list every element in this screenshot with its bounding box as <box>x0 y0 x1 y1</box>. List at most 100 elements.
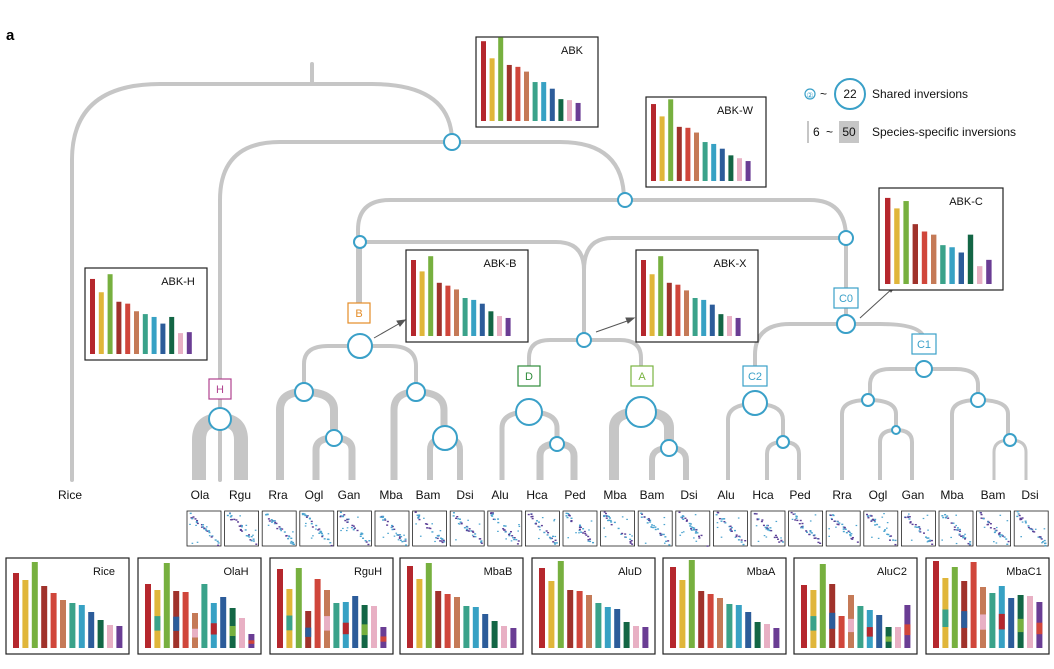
dotplot-mark <box>503 525 506 527</box>
dotplot-mark <box>813 534 816 536</box>
karyotype-box-abk-w: ABK-W <box>645 96 767 188</box>
dotplot-mark <box>283 531 286 533</box>
dotplot-mark <box>350 526 353 529</box>
dotplot-mark <box>924 536 927 538</box>
dotplot-mark <box>910 539 913 541</box>
dotplot-mark <box>196 541 199 543</box>
karyotype-box-abk-x: ABK-X <box>635 249 759 343</box>
chromosome-bar <box>220 597 227 648</box>
dotplot-mark <box>202 526 205 528</box>
dotplot-mark <box>810 532 813 534</box>
dotplot-mark <box>399 534 402 536</box>
dotplot-mark <box>617 527 620 530</box>
dotplot-mark <box>659 532 662 535</box>
dotplot-mark <box>390 526 393 529</box>
chromosome-bar <box>501 626 507 648</box>
chromosome-segment <box>229 626 236 636</box>
dotplot-mark <box>682 515 685 518</box>
chromosome-bar <box>931 234 937 284</box>
dotplot-mark <box>930 539 933 542</box>
dotplot-mark <box>287 537 290 540</box>
dotplot-mark <box>662 533 665 536</box>
dotplot-mark <box>962 535 965 537</box>
legend-shared-tilde: ~ <box>820 87 827 101</box>
dotplot-mark <box>1038 536 1041 538</box>
chromosome-bar <box>567 100 572 121</box>
dotplot-mark <box>877 537 880 539</box>
dotplot-mark <box>249 539 252 541</box>
dotplot-mark <box>608 517 611 519</box>
dotplot-mark <box>734 536 737 538</box>
dotplot-mark <box>769 527 772 529</box>
chromosome-bar <box>428 256 434 336</box>
legend: ② ~ 22 Shared inversions 6 ~ 50 Species-… <box>804 78 1016 143</box>
dotplot-mark <box>455 539 457 541</box>
chromosome-bar <box>857 606 864 648</box>
dotplot-mark <box>470 530 473 532</box>
chromosome-bar <box>134 311 139 354</box>
chromosome-bar <box>407 566 413 648</box>
legend-small-circle <box>804 88 816 100</box>
chromosome-bar <box>745 612 752 648</box>
node-tag-c2: C2 <box>748 371 762 383</box>
dotplot-mark <box>582 532 585 534</box>
dotplot-mark <box>738 535 741 538</box>
dotplot-mark <box>989 527 992 529</box>
dotplot-mark <box>208 535 211 537</box>
dotplot-mark <box>1024 520 1027 522</box>
dotplot-mark <box>382 515 385 518</box>
dotplot-mark <box>195 524 197 527</box>
dotplot-thumbnail <box>901 510 936 547</box>
legend-thick-bar <box>839 121 859 143</box>
chromosome-segment <box>885 636 892 642</box>
dotplot-mark <box>962 536 965 539</box>
dotplot-mark <box>942 516 945 519</box>
dotplot-mark <box>579 526 582 529</box>
node-b <box>347 333 373 359</box>
dotplot-mark <box>927 540 930 542</box>
dotplot-mark <box>697 535 700 537</box>
dotplot-mark <box>238 525 241 527</box>
dotplot-mark <box>343 514 346 516</box>
chromosome-bar <box>717 598 723 648</box>
chromosome-bar <box>481 41 486 122</box>
dotplot-mark <box>873 519 876 521</box>
leaf-label: Ogl <box>869 488 888 502</box>
dotplot-mark <box>362 537 365 539</box>
dotplot-mark <box>805 531 808 533</box>
dotplot-mark <box>268 520 271 522</box>
dotplot-mark <box>690 526 693 528</box>
dotplot-mark <box>311 526 314 528</box>
dotplot-mark <box>929 539 932 542</box>
dotplot-mark <box>944 513 947 516</box>
chromosome-bar <box>676 126 682 181</box>
dotplot-mark <box>768 529 771 532</box>
dotplot-mark <box>1020 536 1022 538</box>
dotplot-mark <box>800 526 803 528</box>
leaf-label: Ped <box>789 488 810 502</box>
dotplot-mark <box>610 523 613 526</box>
dotplot-mark <box>415 523 417 525</box>
dotplot-mark <box>998 532 1001 534</box>
dotplot-mark <box>993 531 996 534</box>
chromosome-bar <box>489 58 495 121</box>
dotplot-mark <box>888 539 891 541</box>
chromosome-bar <box>201 584 208 648</box>
chromosome-bar <box>838 616 845 648</box>
dotplot-mark <box>194 518 197 520</box>
dotplot-mark <box>589 540 592 543</box>
karyotype-label: RguH <box>354 566 382 578</box>
chromosome-bar <box>182 592 189 648</box>
dotplot-mark <box>819 542 822 544</box>
dotplot-mark <box>418 514 421 516</box>
chromosome-bar <box>958 252 964 284</box>
node-a <box>625 396 657 428</box>
dotplot-mark <box>441 538 444 541</box>
dotplot-mark <box>555 542 558 544</box>
dotplot-mark <box>998 534 1001 536</box>
dotplot-mark <box>466 529 469 532</box>
dotplot-mark <box>883 530 886 532</box>
dotplot-mark <box>928 540 931 542</box>
chromosome-bar <box>435 591 442 648</box>
legend-shared-min: ② <box>806 91 813 100</box>
